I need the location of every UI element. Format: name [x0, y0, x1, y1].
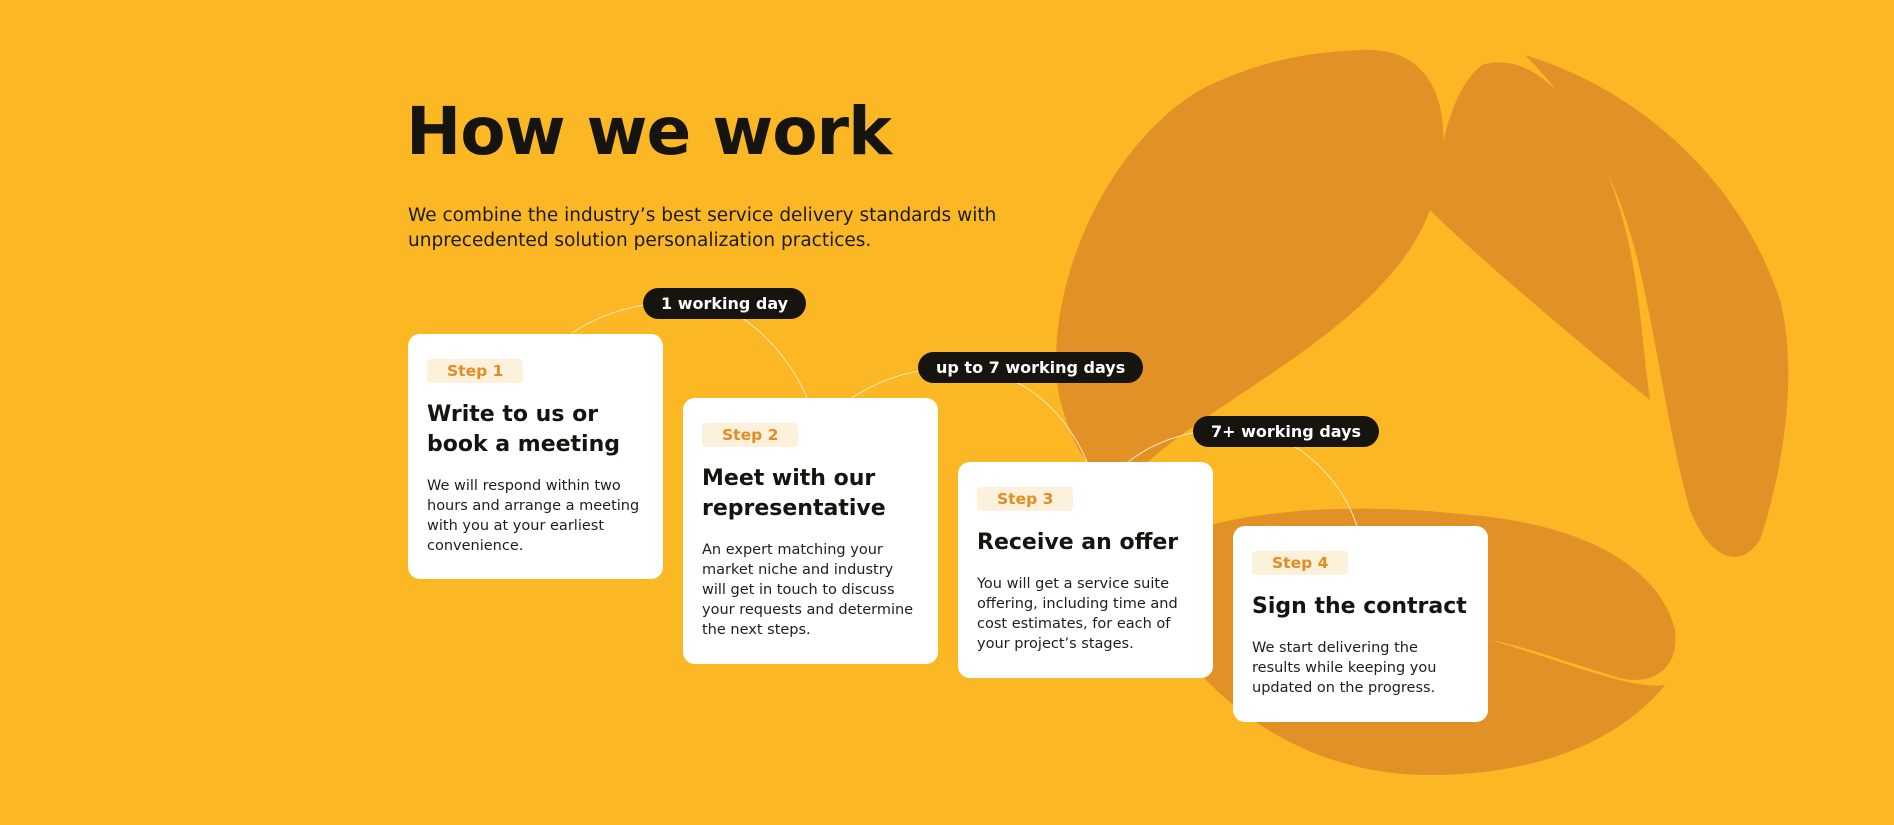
step-card-2: Step 2 Meet with our representative An e…: [683, 398, 938, 664]
step-badge: Step 4: [1252, 551, 1349, 575]
step-badge: Step 3: [977, 487, 1074, 511]
step-card-1: Step 1 Write to us or book a meeting We …: [408, 334, 663, 579]
timeline-pill-2: up to 7 working days: [918, 352, 1144, 383]
page-subtitle: We combine the industry’s best service d…: [408, 205, 997, 251]
step-title: Sign the contract: [1252, 594, 1467, 619]
page-title: How we work: [406, 93, 892, 170]
step-badge: Step 1: [427, 359, 524, 383]
step-title: Receive an offer: [977, 530, 1179, 555]
timeline-pill-3: 7+ working days: [1193, 416, 1380, 447]
step-badge: Step 2: [702, 423, 799, 447]
step-description: We will respond within two hours and arr…: [427, 478, 640, 554]
step-card-3: Step 3 Receive an offer You will get a s…: [958, 462, 1213, 678]
step-title: Write to us or book a meeting: [427, 402, 621, 457]
step-description: We start delivering the results while ke…: [1252, 640, 1437, 696]
step-description: An expert matching your market niche and…: [702, 542, 914, 638]
timeline-pill-1: 1 working day: [643, 288, 807, 319]
leaf-shape-right: [1525, 55, 1789, 557]
leaf-shape-left: [1056, 49, 1444, 474]
step-title: Meet with our representative: [702, 466, 886, 521]
step-description: You will get a service suite offering, i…: [977, 576, 1178, 652]
step-card-4: Step 4 Sign the contract We start delive…: [1233, 526, 1488, 722]
